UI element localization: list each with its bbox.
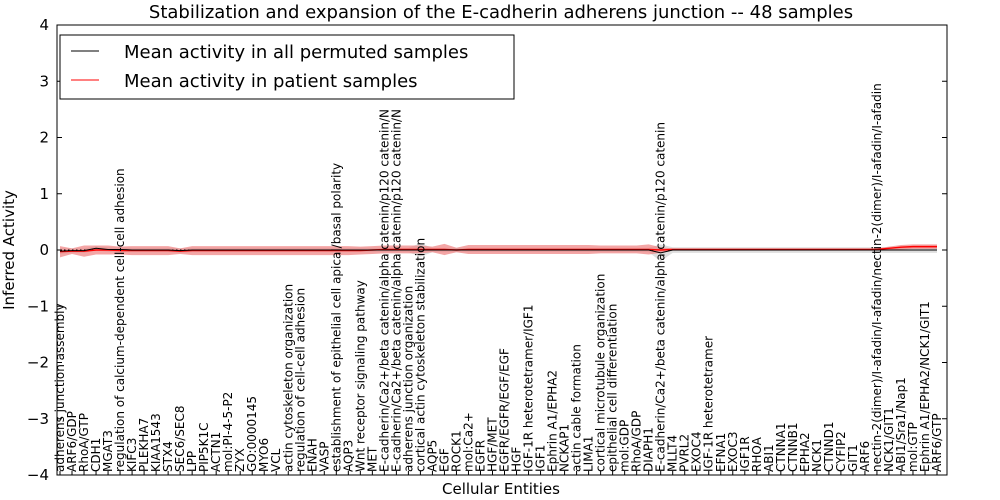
y-tick-label: −4 (27, 466, 49, 484)
category-label: Ephrin A1/EPHA2/NCK1/GIT1 (918, 301, 932, 472)
y-tick-label: 4 (39, 16, 49, 34)
category-label: ROCK1 (449, 430, 463, 472)
category-label: MYO6 (257, 438, 271, 472)
category-label: EPHA2 (798, 432, 812, 472)
legend-label-patient: Mean activity in patient samples (124, 71, 418, 92)
y-tick-label: −1 (27, 297, 49, 315)
category-label: E-cadherin/Ca2+/beta catenin/alpha caten… (377, 109, 391, 472)
category-label: CYFIP2 (834, 431, 848, 472)
y-axis-label: Inferred Activity (0, 190, 18, 310)
category-label: IGF-1R heterotetramer/IGF1 (522, 305, 536, 472)
legend: Mean activity in all permuted samples Me… (59, 34, 515, 100)
x-axis-label: Cellular Entities (442, 480, 560, 498)
category-label: adherens junction organization (401, 286, 415, 472)
category-label: actin cytoskeleton organization (281, 284, 295, 472)
patient-band (60, 243, 937, 258)
category-label: EXOC4 (690, 432, 704, 473)
category-label: regulation of cell-cell adhesion (293, 288, 307, 472)
category-label: EGF (437, 448, 451, 472)
y-tick-label: −3 (27, 410, 49, 428)
category-label: CTNNB1 (786, 422, 800, 472)
category-label: STX4 (161, 441, 175, 472)
category-label: ENAH (305, 438, 319, 472)
category-label: KIAA1543 (149, 413, 163, 472)
category-label: IGF1 (534, 445, 548, 472)
category-label: epithelial cell differentiation (606, 304, 620, 472)
category-label: Wnt receptor signaling pathway (353, 280, 367, 472)
category-label: AQP5 (425, 440, 439, 472)
patient-line (59, 245, 937, 253)
category-label: Ephrin A1/EPHA2 (546, 370, 560, 472)
category-label: RhoA/GDP (630, 411, 644, 472)
category-label: VCL (269, 448, 283, 472)
category-label: GO:0000145 (245, 396, 259, 472)
legend-box (59, 34, 515, 100)
y-tick-label: 0 (39, 241, 49, 259)
category-label: mol:PI-4-5-P2 (221, 392, 235, 472)
category-label: RhoA/GTP (77, 413, 91, 472)
category-label: ARF6 (858, 441, 872, 472)
y-axis: 4 3 2 1 0 −1 −2 −3 −4 (27, 16, 947, 484)
category-label: PVRL2 (678, 434, 692, 472)
category-label: CTNND1 (822, 421, 836, 472)
category-label: KIFC3 (125, 438, 139, 472)
category-label: ACTN1 (209, 432, 223, 472)
category-label: ARF6/GTP (930, 413, 944, 472)
legend-label-permuted: Mean activity in all permuted samples (124, 42, 468, 63)
category-label: establishment of epithelial cell apical/… (329, 163, 343, 472)
category-label: LPP (185, 451, 199, 472)
category-label: CDH1 (89, 438, 103, 472)
category-label: NCK1/GIT1 (882, 407, 896, 472)
permuted-line (59, 247, 937, 254)
category-label: EGFR/EGFR/EGF/EGF (498, 348, 512, 472)
category-label: MLLT4 (666, 435, 680, 472)
category-label: RHOA (750, 436, 764, 472)
category-label: IGF1R (738, 436, 752, 472)
y-tick-label: 1 (39, 185, 49, 203)
category-label: mol:Ca2+ (461, 412, 475, 472)
category-label: E-cadherin/Ca2+/beta catenin/alpha caten… (389, 109, 403, 472)
category-label: PLEKHA7 (137, 418, 151, 472)
category-label: ZYX (233, 448, 247, 472)
category-label: GIT1 (846, 444, 860, 472)
category-label: AQP3 (341, 440, 355, 472)
category-label: EFNA1 (714, 433, 728, 472)
category-label: IGF-1R heterotetramer (702, 336, 716, 472)
chart-title: Stabilization and expansion of the E-cad… (149, 2, 853, 23)
category-label: mol:GTP (906, 422, 920, 472)
category-label: cortical microtubule organization (594, 274, 608, 472)
category-label: SEC6/SEC8 (173, 406, 187, 472)
category-label: mol:GDP (618, 420, 632, 472)
category-label: E-cadherin/Ca2+/beta catenin/alpha caten… (654, 122, 668, 472)
category-label: VASP (317, 441, 331, 472)
y-tick-label: 3 (39, 72, 49, 90)
x-axis-ticks (59, 471, 938, 475)
category-label: HGF (510, 447, 524, 472)
y-tick-label: 2 (39, 129, 49, 147)
category-label: NCKAP1 (558, 424, 572, 472)
category-label: MET (365, 446, 379, 472)
y-tick-label: −2 (27, 354, 49, 372)
category-label: EGFR (473, 440, 487, 472)
lines-layer (59, 245, 937, 254)
bands-layer (60, 243, 937, 262)
category-label: HGF/MET (485, 417, 499, 472)
category-label: ABI1/Sra1/Nap1 (894, 377, 908, 472)
category-label: EXOC3 (726, 432, 740, 473)
category-label: regulation of calcium-dependent cell-cel… (113, 168, 127, 472)
category-label: PIP5K1C (197, 422, 211, 472)
category-label: LIMA1 (582, 436, 596, 472)
category-label: CTNNA1 (774, 422, 788, 472)
category-label: nectin-2(dimer)/I-afadin/I-afadin/nectin… (870, 83, 884, 472)
category-label: cortical actin cytoskeleton stabilizatio… (413, 238, 427, 472)
category-label: MGAT3 (101, 430, 115, 472)
category-label: NCK1 (810, 439, 824, 472)
category-label: ARF6/GDP (65, 411, 79, 472)
category-label: ABI1 (762, 444, 776, 472)
category-label: actin cable formation (570, 344, 584, 472)
category-labels: adherens junction assemblyARF6/GDPRhoA/G… (53, 83, 944, 472)
category-label: DIAPH1 (642, 427, 656, 472)
